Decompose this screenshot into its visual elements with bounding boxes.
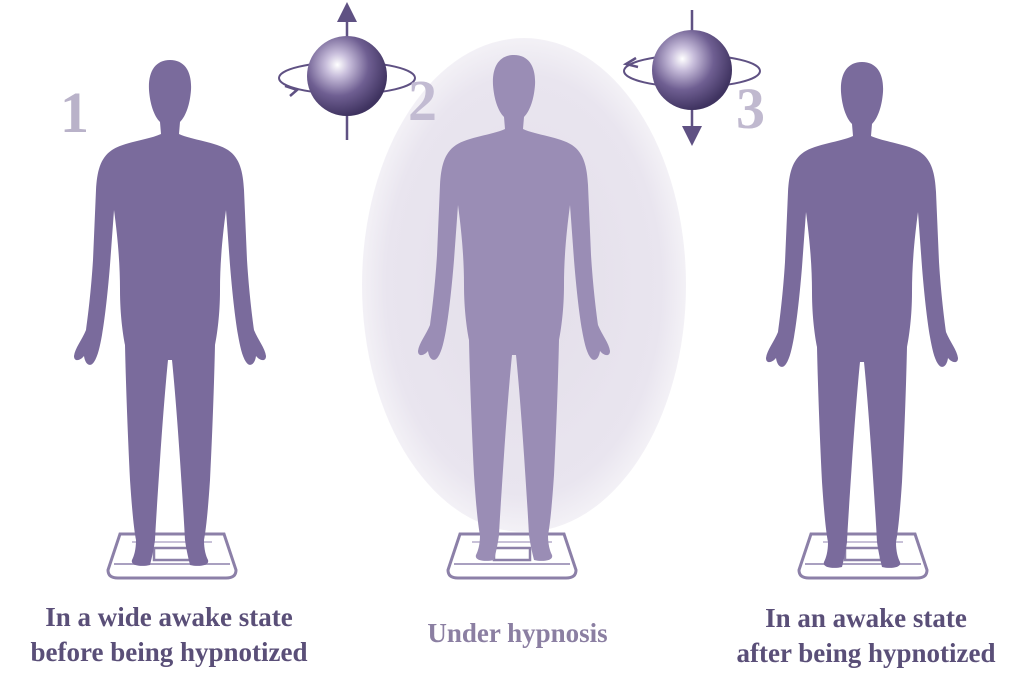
panel-number-3: 3: [736, 80, 765, 138]
caption-line: In an awake state: [713, 601, 1019, 636]
caption-line: before being hypnotized: [8, 635, 330, 670]
person-figure-awake-after: [766, 62, 958, 568]
scale-icon: [108, 534, 236, 578]
scale-icon: [799, 534, 927, 578]
person-figure-awake-before: [74, 60, 266, 566]
caption-line: Under hypnosis: [385, 616, 650, 651]
caption-awake-before: In a wide awake state before being hypno…: [8, 600, 330, 670]
spinning-sphere-up-icon: [279, 12, 415, 140]
panel-number-2: 2: [408, 72, 437, 130]
caption-awake-after: In an awake state after being hypnotized: [713, 601, 1019, 671]
panel-number-1: 1: [60, 84, 89, 142]
scale-icon: [448, 534, 576, 578]
caption-line: after being hypnotized: [713, 636, 1019, 671]
caption-under-hypnosis: Under hypnosis: [385, 616, 650, 651]
caption-line: In a wide awake state: [8, 600, 330, 635]
